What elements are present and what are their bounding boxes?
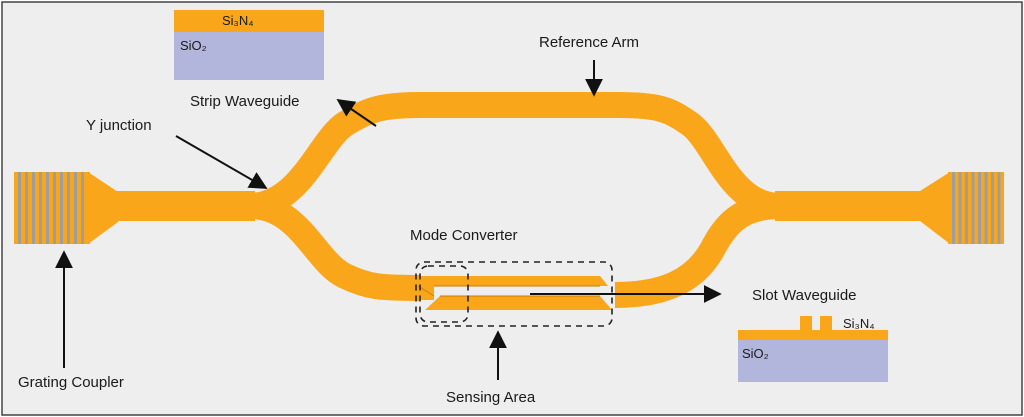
mode-converter-box: [419, 265, 469, 323]
y-junction-arrow: [175, 135, 268, 189]
grating-stripe: [46, 172, 49, 244]
slot-waveguide-cross-section: Si₃N₄ SiO₂: [738, 316, 888, 382]
strip-core-layer: [174, 10, 324, 32]
grating-stripe: [53, 172, 56, 244]
grating-stripe: [991, 172, 994, 244]
input-taper: [88, 172, 118, 244]
grating-stripe: [958, 172, 962, 244]
grating-stripe: [971, 172, 975, 244]
strip-waveguide-label: Strip Waveguide: [190, 93, 300, 110]
y-junction-label: Y junction: [86, 117, 152, 134]
grating-stripe: [984, 172, 988, 244]
grating-stripe: [81, 172, 84, 244]
grating-stripe: [965, 172, 968, 244]
grating-coupler-right: [948, 172, 1004, 244]
grating-stripe: [32, 172, 35, 244]
strip-waveguide-arrow: [336, 98, 377, 127]
grating-stripe: [952, 172, 955, 244]
waveguide-network: [88, 92, 950, 308]
strip-substrate-layer: [174, 32, 324, 80]
slot-rail-left: [800, 316, 812, 330]
grating-coupler-left: [14, 172, 90, 244]
grating-stripe: [18, 172, 21, 244]
mode-converter-label: Mode Converter: [410, 227, 518, 244]
slot-core-label: Si₃N₄: [843, 316, 875, 331]
grating-stripe: [67, 172, 70, 244]
output-taper: [920, 172, 950, 244]
slot-waveguide-label: Slot Waveguide: [752, 287, 857, 304]
sensing-area-label: Sensing Area: [446, 389, 536, 406]
grating-stripe: [39, 172, 42, 244]
strip-waveguide-cross-section: Si₃N₄ SiO₂: [174, 10, 324, 80]
strip-core-label: Si₃N₄: [222, 13, 254, 28]
lower-branch: [248, 193, 421, 301]
strip-substrate-label: SiO₂: [180, 38, 207, 53]
slot-substrate-label: SiO₂: [742, 346, 769, 361]
slot-rail-right: [820, 316, 832, 330]
reference-arm-label: Reference Arm: [539, 34, 639, 51]
upper-branch: [248, 92, 421, 219]
lower-combine: [614, 193, 781, 308]
slot-waveguide-region: [417, 276, 612, 310]
slot-substrate-layer: [738, 340, 888, 382]
grating-coupler-label: Grating Coupler: [18, 374, 124, 391]
grating-stripe: [60, 172, 63, 244]
annotation-arrows: [55, 60, 722, 380]
upper-combine: [617, 92, 782, 219]
slot-core-layer: [738, 330, 888, 340]
grating-stripe: [74, 172, 77, 244]
grating-stripe: [978, 172, 981, 244]
sensing-area-box: [415, 261, 613, 327]
grating-stripe: [997, 172, 1001, 244]
grating-stripe: [25, 172, 28, 244]
